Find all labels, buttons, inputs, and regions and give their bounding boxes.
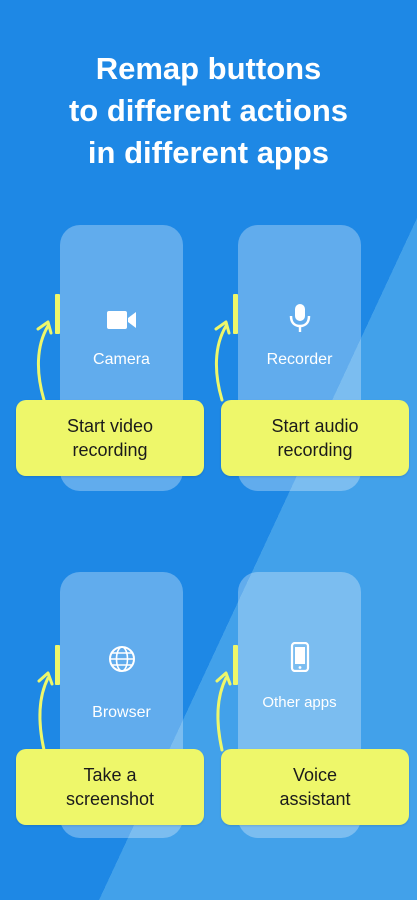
side-button [233,294,238,334]
phone-apps-icon [238,642,361,672]
app-label-camera: Camera [93,351,150,368]
app-label-other-apps: Other apps [262,694,337,711]
arrow-icon [36,320,53,402]
action-start-video: Start video recording [16,400,204,476]
side-button [233,645,238,685]
arrow-icon [214,320,231,402]
arrow-icon [215,671,232,752]
globe-icon [60,644,183,674]
action-start-audio: Start audio recording [221,400,409,476]
side-button [55,645,60,685]
headline: Remap buttons to different actions in di… [68,51,348,170]
microphone-icon [238,303,361,333]
action-take-screenshot: Take a screenshot [16,749,204,825]
arrow-icon [37,671,54,752]
action-voice-assistant: Voice assistant [221,749,409,825]
side-button [55,294,60,334]
video-camera-icon [60,305,183,335]
app-label-recorder: Recorder [266,351,333,368]
app-label-browser: Browser [92,704,151,721]
